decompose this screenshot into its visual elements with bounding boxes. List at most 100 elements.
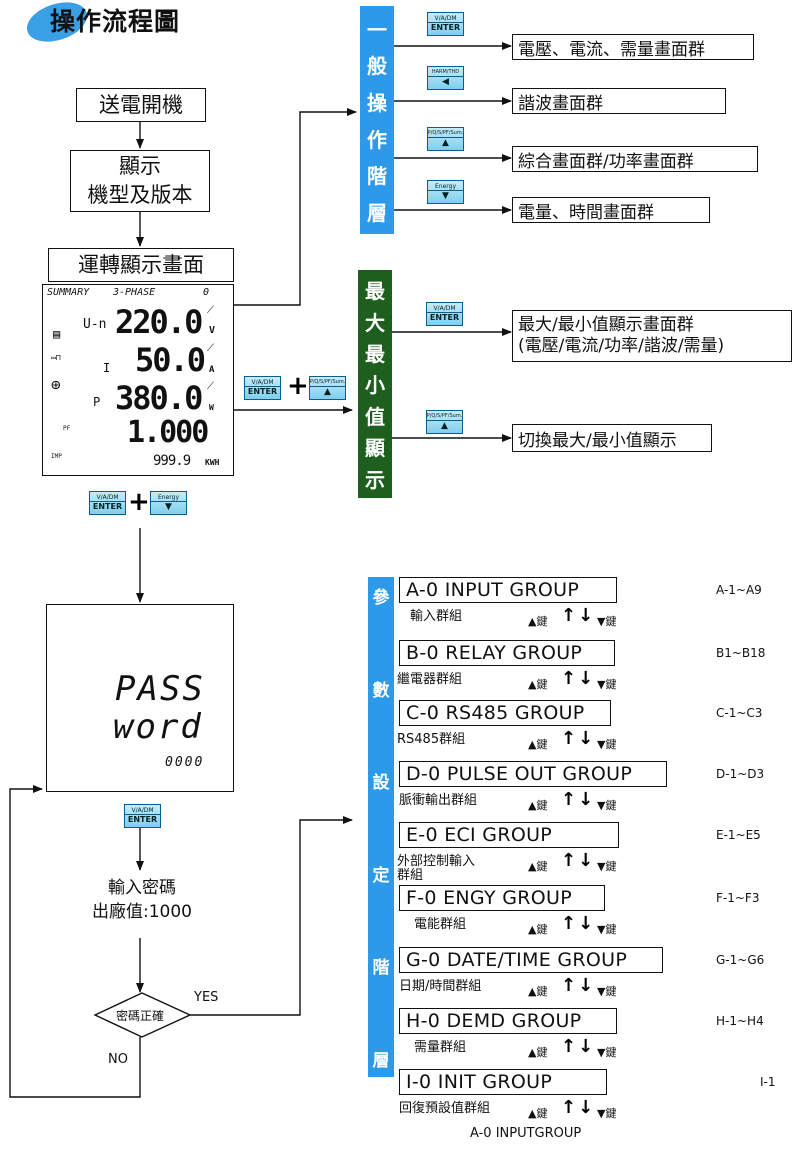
- enter-key-lcd[interactable]: V/A/DM ENTER: [89, 491, 126, 515]
- maxmin-char: 值: [365, 404, 385, 429]
- pq-key-top: P/Q/S/PF/Sum.: [309, 379, 346, 385]
- enter-key-password[interactable]: V/A/DM ENTER: [124, 804, 161, 828]
- general-output-2: 諧波畫面群: [512, 88, 726, 114]
- enter-key-bot: ENTER: [92, 502, 123, 511]
- maxmin-char: 顯: [365, 436, 385, 461]
- param-group-range: B1~B18: [716, 646, 766, 660]
- display-model-line1: 顯示: [119, 154, 161, 178]
- param-group-name: C-0 RS485 GROUP: [406, 702, 585, 724]
- param-char: 設: [372, 773, 390, 794]
- pq-key-top: P/Q/S/PF/Sum.: [427, 130, 464, 136]
- password-check-label: 密碼正確: [116, 1009, 165, 1023]
- param-group-range: I-1: [760, 1075, 776, 1089]
- lcd-row2-label: I: [103, 361, 111, 375]
- param-group-box[interactable]: B-0 RELAY GROUP: [399, 640, 615, 666]
- down-key-label: ▼鍵: [597, 923, 617, 936]
- general-char: 一: [367, 17, 387, 42]
- maxmin-char: 最: [365, 342, 385, 367]
- param-group-sub: 輸入群組: [410, 609, 463, 624]
- param-char: 參: [372, 588, 390, 608]
- energy-key-top: Energy: [157, 494, 179, 501]
- general-char: 層: [367, 201, 387, 226]
- pq-key-maxmin[interactable]: P/Q/S/PF/Sum. ▲: [426, 410, 463, 434]
- up-key-label: ▲鍵: [528, 1107, 548, 1120]
- plus-sign: +: [128, 487, 150, 517]
- general-output-1: 電壓、電流、需量畫面群: [512, 34, 754, 60]
- enter-key-top: V/A/DM: [96, 494, 119, 501]
- lcd-load-bar-2: ⟋: [207, 343, 214, 354]
- energy-key-lcd[interactable]: Energy ▼: [150, 491, 187, 515]
- display-model-line2: 機型及版本: [87, 183, 193, 207]
- param-group-name: H-0 DEMD GROUP: [406, 1010, 582, 1032]
- lcd-load-bar-3: ⟋: [207, 381, 214, 392]
- enter-key-maxmin-combo[interactable]: V/A/DM ENTER: [244, 376, 281, 400]
- lcd-row1-value: 220.0: [115, 303, 203, 341]
- general-char: 般: [367, 54, 387, 79]
- param-group-name: E-0 ECI GROUP: [406, 824, 553, 846]
- param-group-range: H-1~H4: [716, 1014, 764, 1028]
- up-key-label: ▲鍵: [528, 738, 548, 751]
- run-screen-box: 運轉顯示畫面: [48, 248, 234, 282]
- maxmin-char: 示: [365, 467, 385, 492]
- param-group-box[interactable]: A-0 INPUT GROUP: [399, 577, 617, 603]
- up-key-label: ▲鍵: [528, 985, 548, 998]
- energy-key-bot: ▼: [165, 502, 172, 512]
- password-prompt-line1: 輸入密碼: [108, 878, 176, 898]
- param-group-box[interactable]: H-0 DEMD GROUP: [399, 1008, 617, 1034]
- param-group-box[interactable]: D-0 PULSE OUT GROUP: [399, 761, 667, 787]
- lcd-row4-value: 1.000: [127, 415, 209, 450]
- password-check-diamond: [93, 992, 192, 1038]
- lcd-phase-icon: ▤: [53, 327, 61, 341]
- pass-digits: 0000: [165, 755, 205, 770]
- enter-key-bot: ENTER: [430, 23, 461, 32]
- general-output-2-label: 諧波畫面群: [518, 93, 603, 114]
- harm-key-general[interactable]: HARM/THD ◀: [427, 66, 464, 90]
- down-key-label: ▼鍵: [597, 799, 617, 812]
- enter-key-general[interactable]: V/A/DM ENTER: [427, 12, 464, 36]
- pq-key-general[interactable]: P/Q/S/PF/Sum. ▲: [427, 127, 464, 151]
- param-group-box[interactable]: I-0 INIT GROUP: [399, 1069, 607, 1095]
- energy-key-general[interactable]: Energy ▼: [427, 180, 464, 204]
- pass-line1: PASS: [115, 669, 205, 709]
- param-group-name: B-0 RELAY GROUP: [406, 642, 583, 664]
- general-char: 階: [367, 164, 387, 189]
- general-output-4: 電量、時間畫面群: [512, 197, 710, 223]
- up-key-label: ▲鍵: [528, 615, 548, 628]
- param-group-range: A-1~A9: [716, 583, 762, 597]
- up-key-label: ▲鍵: [528, 860, 548, 873]
- main-lcd-display: SUMMARY 3-PHASE 0 ▤ ▭⊓ ⊕ U-n 220.0 V I 5…: [42, 284, 234, 476]
- up-down-arrows-icon: ↑↓: [561, 1097, 596, 1118]
- pass-line2: word: [113, 707, 203, 747]
- param-group-sub-line2: 群組: [397, 868, 424, 883]
- enter-key-maxmin[interactable]: V/A/DM ENTER: [426, 302, 463, 326]
- up-down-arrows-icon: ↑↓: [561, 913, 596, 934]
- param-group-box[interactable]: E-0 ECI GROUP: [399, 822, 619, 848]
- lcd-load-bar-1: ⟋: [207, 305, 214, 316]
- yes-label: YES: [194, 990, 219, 1005]
- enter-key-bot: ENTER: [247, 387, 278, 396]
- maxmin-char: 小: [365, 373, 385, 398]
- param-group-box[interactable]: G-0 DATE/TIME GROUP: [399, 947, 663, 973]
- maxmin-output-1-line2: (電壓/電流/功率/諧波/需量): [518, 336, 725, 356]
- pq-key-bot: ▲: [442, 138, 449, 148]
- param-group-range: F-1~F3: [716, 891, 760, 905]
- enter-key-bot: ENTER: [127, 815, 158, 824]
- maxmin-output-1-line1: 最大/最小值顯示畫面群: [518, 315, 694, 335]
- enter-key-top: V/A/DM: [131, 807, 154, 814]
- up-key-label: ▲鍵: [528, 923, 548, 936]
- down-key-label: ▼鍵: [597, 615, 617, 628]
- no-label: NO: [108, 1052, 128, 1067]
- pq-key-maxmin-combo[interactable]: P/Q/S/PF/Sum. ▲: [309, 376, 346, 400]
- param-group-range: C-1~C3: [716, 706, 763, 720]
- power-on-box: 送電開機: [76, 88, 206, 122]
- param-char: 層: [372, 1050, 390, 1071]
- param-group-box[interactable]: C-0 RS485 GROUP: [399, 700, 611, 726]
- up-down-arrows-icon: ↑↓: [561, 850, 596, 871]
- password-prompt: 輸入密碼 出廠值:1000: [60, 876, 224, 924]
- param-group-box[interactable]: F-0 ENGY GROUP: [399, 885, 605, 911]
- up-key-label: ▲鍵: [528, 799, 548, 812]
- param-group-name: A-0 INPUT GROUP: [406, 579, 580, 601]
- param-group-sub: 繼電器群組: [397, 672, 463, 687]
- param-group-range: E-1~E5: [716, 828, 761, 842]
- lcd-row3-label: P: [93, 395, 101, 409]
